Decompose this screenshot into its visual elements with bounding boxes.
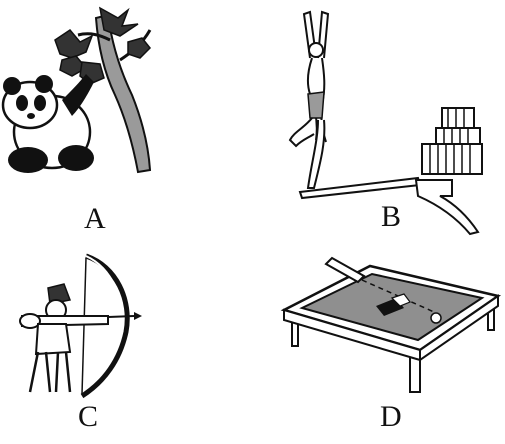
panel-c-label: C bbox=[78, 400, 98, 433]
diver-springboard-icon bbox=[288, 10, 483, 236]
panda-bamboo-icon bbox=[1, 6, 152, 174]
archer-bow-icon bbox=[19, 253, 142, 399]
panel-a-label: A bbox=[84, 202, 106, 235]
panel-d-label: D bbox=[380, 400, 402, 433]
billiard-table-icon bbox=[280, 256, 502, 393]
panel-b-label: B bbox=[381, 200, 401, 233]
